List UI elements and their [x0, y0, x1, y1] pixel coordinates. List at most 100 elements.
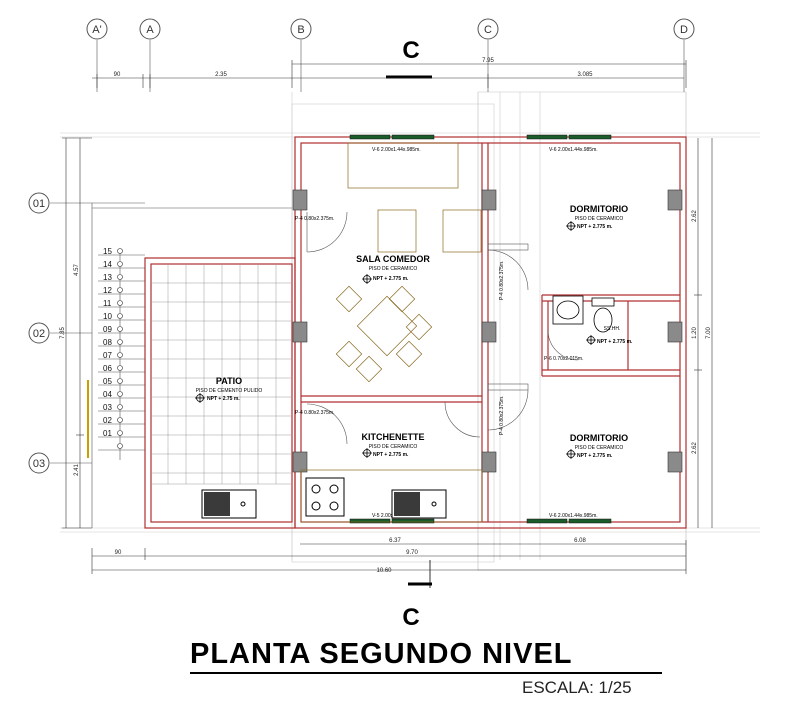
room-level-dorm2: NPT + 2.775 m.: [577, 453, 613, 459]
door-label-p4-b: P-4 0.80x2.375m.: [295, 410, 334, 416]
bathroom-fixtures: [552, 295, 615, 333]
room-name-dorm2: DORMITORIO: [570, 433, 628, 443]
stair-step-label: 11: [103, 299, 112, 308]
sink-icon: [391, 489, 447, 519]
door-swings: [306, 211, 579, 445]
stair-numbers: 15 14 13 12 11 10 09 08 07 06 05 04 03 0…: [103, 247, 112, 438]
room-floor-dorm2: PISO DE CERAMICO: [575, 445, 624, 451]
dim-left-2: 7.85: [60, 327, 66, 339]
door-label-p4-d: P-4 0.80x2.375m.: [499, 396, 505, 435]
window-label-sala: V-6 2.00x1.44x.985m.: [372, 147, 421, 153]
dim-left-1: 4.57: [74, 264, 80, 276]
stair-step-label: 15: [103, 247, 112, 256]
room-level-bath: NPT + 2.775 m.: [597, 339, 633, 345]
stair-step-label: 09: [103, 325, 112, 334]
dimension-left: [62, 137, 92, 529]
columns: [292, 189, 683, 473]
room-level-kitchen: NPT + 2.775 m.: [373, 452, 409, 458]
room-level-sala: NPT + 2.775 m.: [373, 276, 409, 282]
axis-bubble-02: 02: [28, 322, 50, 344]
stair-step-label: 04: [103, 390, 112, 399]
svg-text:01: 01: [33, 198, 45, 210]
dining-table: [335, 285, 433, 383]
axis-bubble-b: B: [290, 18, 312, 40]
room-level-patio: NPT + 2.75 m.: [207, 396, 240, 402]
dim-right-1: 2.62: [692, 210, 698, 222]
dim-top-4: 3.085: [577, 72, 593, 78]
dim-bottom-4: 9.70: [406, 550, 418, 556]
svg-text:02: 02: [33, 328, 45, 340]
axis-bubble-a: A: [139, 18, 161, 40]
patio-tiles: [151, 264, 292, 485]
plan-title: PLANTA SEGUNDO NIVEL: [190, 638, 662, 674]
stair-step-label: 07: [103, 351, 112, 360]
room-name-kitchen: KITCHENETTE: [362, 432, 425, 442]
door-label-p6: P-6 0.70x2.015m.: [544, 356, 583, 362]
stair-step-label: 05: [103, 377, 112, 386]
stair-step-label: 02: [103, 416, 112, 425]
closets: [487, 243, 529, 391]
dim-bottom-2: 6.37: [389, 538, 401, 544]
room-name-bath: SS.HH.: [604, 326, 621, 332]
room-floor-sala: PISO DE CERAMICO: [369, 266, 418, 272]
svg-text:A': A': [92, 24, 101, 36]
svg-text:C: C: [402, 604, 419, 631]
axis-bubble-01: 01: [28, 192, 50, 214]
dim-top-1: 90: [114, 72, 121, 78]
axis-bubble-d: D: [673, 18, 695, 40]
door-label-p4-a: P-4 0.80x2.375m.: [295, 216, 334, 222]
level-markers: [195, 221, 596, 459]
room-level-dorm1: NPT + 2.775 m.: [577, 224, 613, 230]
svg-text:A: A: [146, 24, 154, 36]
dim-top-2: 2.35: [215, 72, 227, 78]
dim-right-3: 7.00: [706, 327, 712, 339]
section-marker-bottom: C: [402, 560, 432, 631]
room-name-dorm1: DORMITORIO: [570, 204, 628, 214]
svg-text:C: C: [484, 24, 492, 36]
patio-sink-icon: [201, 489, 257, 519]
dimension-top: [92, 60, 687, 88]
stair-step-label: 01: [103, 429, 112, 438]
dimension-bottom: [91, 540, 687, 574]
room-floor-patio: PISO DE CEMENTO PULIDO: [196, 388, 263, 394]
stair-step-label: 10: [103, 312, 112, 321]
title-block: PLANTA SEGUNDO NIVEL ESCALA: 1/25: [190, 638, 662, 697]
axis-bubble-a-prime: A': [86, 18, 108, 40]
dim-bottom-5: 10.60: [376, 568, 392, 574]
plan-scale: ESCALA: 1/25: [522, 678, 632, 697]
stair-step-dots: [117, 248, 123, 449]
stair-treads: [98, 254, 145, 451]
dim-right-4: 2.62: [692, 442, 698, 454]
door-label-p4-c: P-4 0.80x2.375m.: [499, 261, 505, 300]
stair-step-label: 06: [103, 364, 112, 373]
svg-text:03: 03: [33, 458, 45, 470]
svg-text:D: D: [680, 24, 688, 36]
room-name-patio: PATIO: [216, 376, 242, 386]
stair-step-label: 12: [103, 286, 112, 295]
stair-step-label: 14: [103, 260, 112, 269]
svg-text:B: B: [297, 24, 304, 36]
stair-step-label: 13: [103, 273, 112, 282]
axis-bubble-c: C: [477, 18, 499, 40]
windows: [349, 134, 612, 524]
room-floor-kitchen: PISO DE CERAMICO: [369, 444, 418, 450]
room-floor-dorm1: PISO DE CERAMICO: [575, 216, 624, 222]
dim-right-2: 1.20: [692, 327, 698, 339]
living-furniture: [347, 142, 482, 253]
dim-left-3: 2.41: [74, 464, 80, 476]
section-marker-top: C: [386, 37, 432, 79]
kitchen-counter: [300, 469, 483, 523]
exterior-walls: [144, 136, 687, 529]
axis-bubble-03: 03: [28, 452, 50, 474]
stove-icon: [305, 477, 345, 517]
window-label-dorm1: V-6 2.00x1.44x.985m.: [549, 147, 598, 153]
stair-step-label: 03: [103, 403, 112, 412]
dimension-right: [694, 138, 713, 528]
window-label-dorm2: V-6 2.00x1.44x.985m.: [549, 513, 598, 519]
stair-step-label: 08: [103, 338, 112, 347]
svg-text:C: C: [402, 37, 419, 64]
dim-top-3: 7.95: [482, 58, 494, 64]
room-name-sala: SALA COMEDOR: [356, 254, 430, 264]
dim-bottom-3: 6.08: [574, 538, 586, 544]
